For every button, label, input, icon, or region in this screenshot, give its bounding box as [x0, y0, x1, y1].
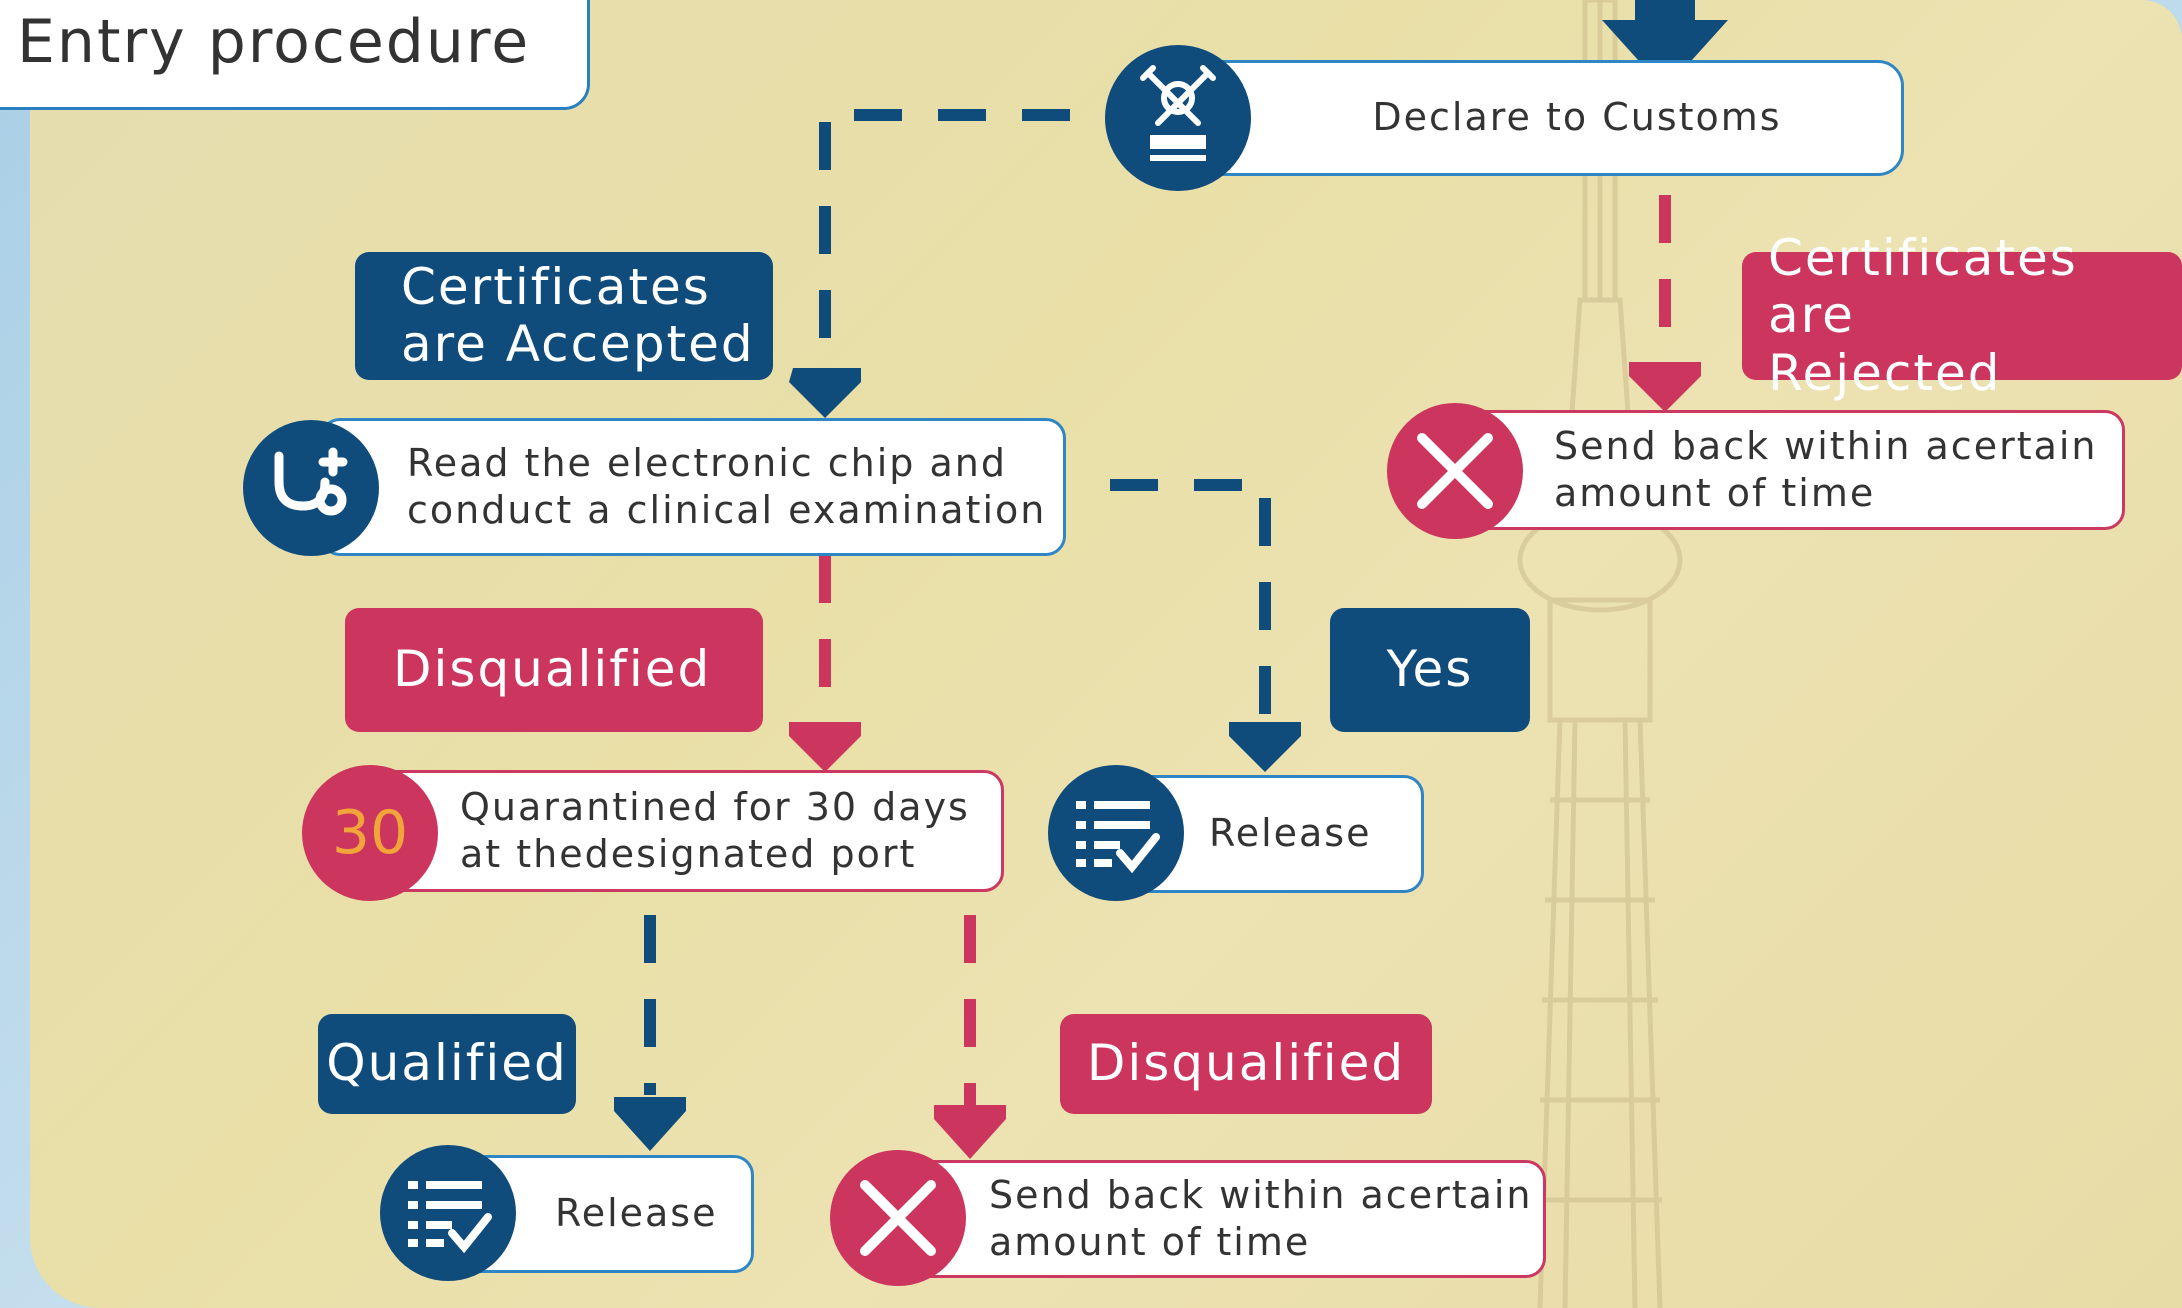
quarantine-box: Quarantined for 30 days at thedesignated…	[350, 770, 1004, 892]
accepted-tag-line1: Certificates	[401, 257, 711, 316]
qualified-tag-label: Qualified	[326, 1034, 568, 1093]
stethoscope-icon	[243, 420, 379, 556]
sendback-bottom-box: Send back within acertain amount of time	[880, 1160, 1546, 1278]
sendback-bottom-line2: amount of time	[989, 1220, 1311, 1264]
number-30-label: 30	[331, 798, 409, 868]
number-30-badge: 30	[302, 765, 438, 901]
customs-emblem-icon	[1105, 45, 1251, 191]
yes-tag: Yes	[1330, 608, 1530, 732]
declare-customs-label: Declare to Customs	[1372, 95, 1782, 140]
release-mid-label: Release	[1209, 811, 1372, 856]
disqualified-tag-2: Disqualified	[1060, 1014, 1432, 1114]
disqualified-tag-2-label: Disqualified	[1086, 1034, 1406, 1093]
arrow-to-sendback-right	[1629, 362, 1701, 412]
connector-customs-to-chip	[819, 109, 1070, 370]
arrow-to-chip	[789, 368, 861, 418]
disqualified-tag-1-label: Disqualified	[393, 640, 712, 699]
arrow-to-release-bottom	[614, 1097, 686, 1151]
cross-icon	[830, 1150, 966, 1286]
rejected-tag: Certificates are Rejected	[1742, 229, 2182, 401]
checklist-icon	[380, 1145, 516, 1281]
page-title: Entry procedure	[0, 0, 590, 110]
cross-icon	[1387, 403, 1523, 539]
clinical-exam-box: Read the electronic chip and conduct a c…	[320, 418, 1066, 556]
declare-customs-box: Declare to Customs	[1190, 60, 1904, 176]
checklist-icon	[1048, 765, 1184, 901]
arrow-to-quarantine	[789, 722, 861, 772]
arrow-top-entry	[1602, 0, 1728, 60]
arrow-to-release-mid	[1229, 722, 1301, 772]
rejected-tag-line2: Rejected	[1768, 343, 2002, 402]
accepted-tag: Certificates are Accepted	[355, 252, 773, 380]
sendback-bottom-line1: Send back within acertain	[989, 1172, 1533, 1217]
yes-tag-label: Yes	[1386, 640, 1474, 699]
sendback-right-box: Send back within acertain amount of time	[1445, 410, 2125, 530]
sendback-right-line2: amount of time	[1554, 471, 1876, 515]
arrow-to-sendback-bottom	[934, 1105, 1006, 1159]
quarantine-line2: at thedesignated port	[460, 832, 917, 876]
connector-chip-to-release	[1110, 479, 1271, 725]
clinical-exam-line2: conduct a clinical examination	[407, 488, 1047, 532]
clinical-exam-line1: Read the electronic chip and	[407, 440, 1007, 485]
qualified-tag: Qualified	[318, 1014, 576, 1114]
rejected-tag-line1: Certificates are	[1768, 228, 2078, 345]
quarantine-line1: Quarantined for 30 days	[460, 784, 970, 829]
sendback-right-line1: Send back within acertain	[1554, 423, 2098, 468]
accepted-tag-line2: are Accepted	[401, 315, 755, 373]
disqualified-tag-1: Disqualified	[345, 608, 763, 732]
release-bottom-label: Release	[555, 1191, 718, 1236]
